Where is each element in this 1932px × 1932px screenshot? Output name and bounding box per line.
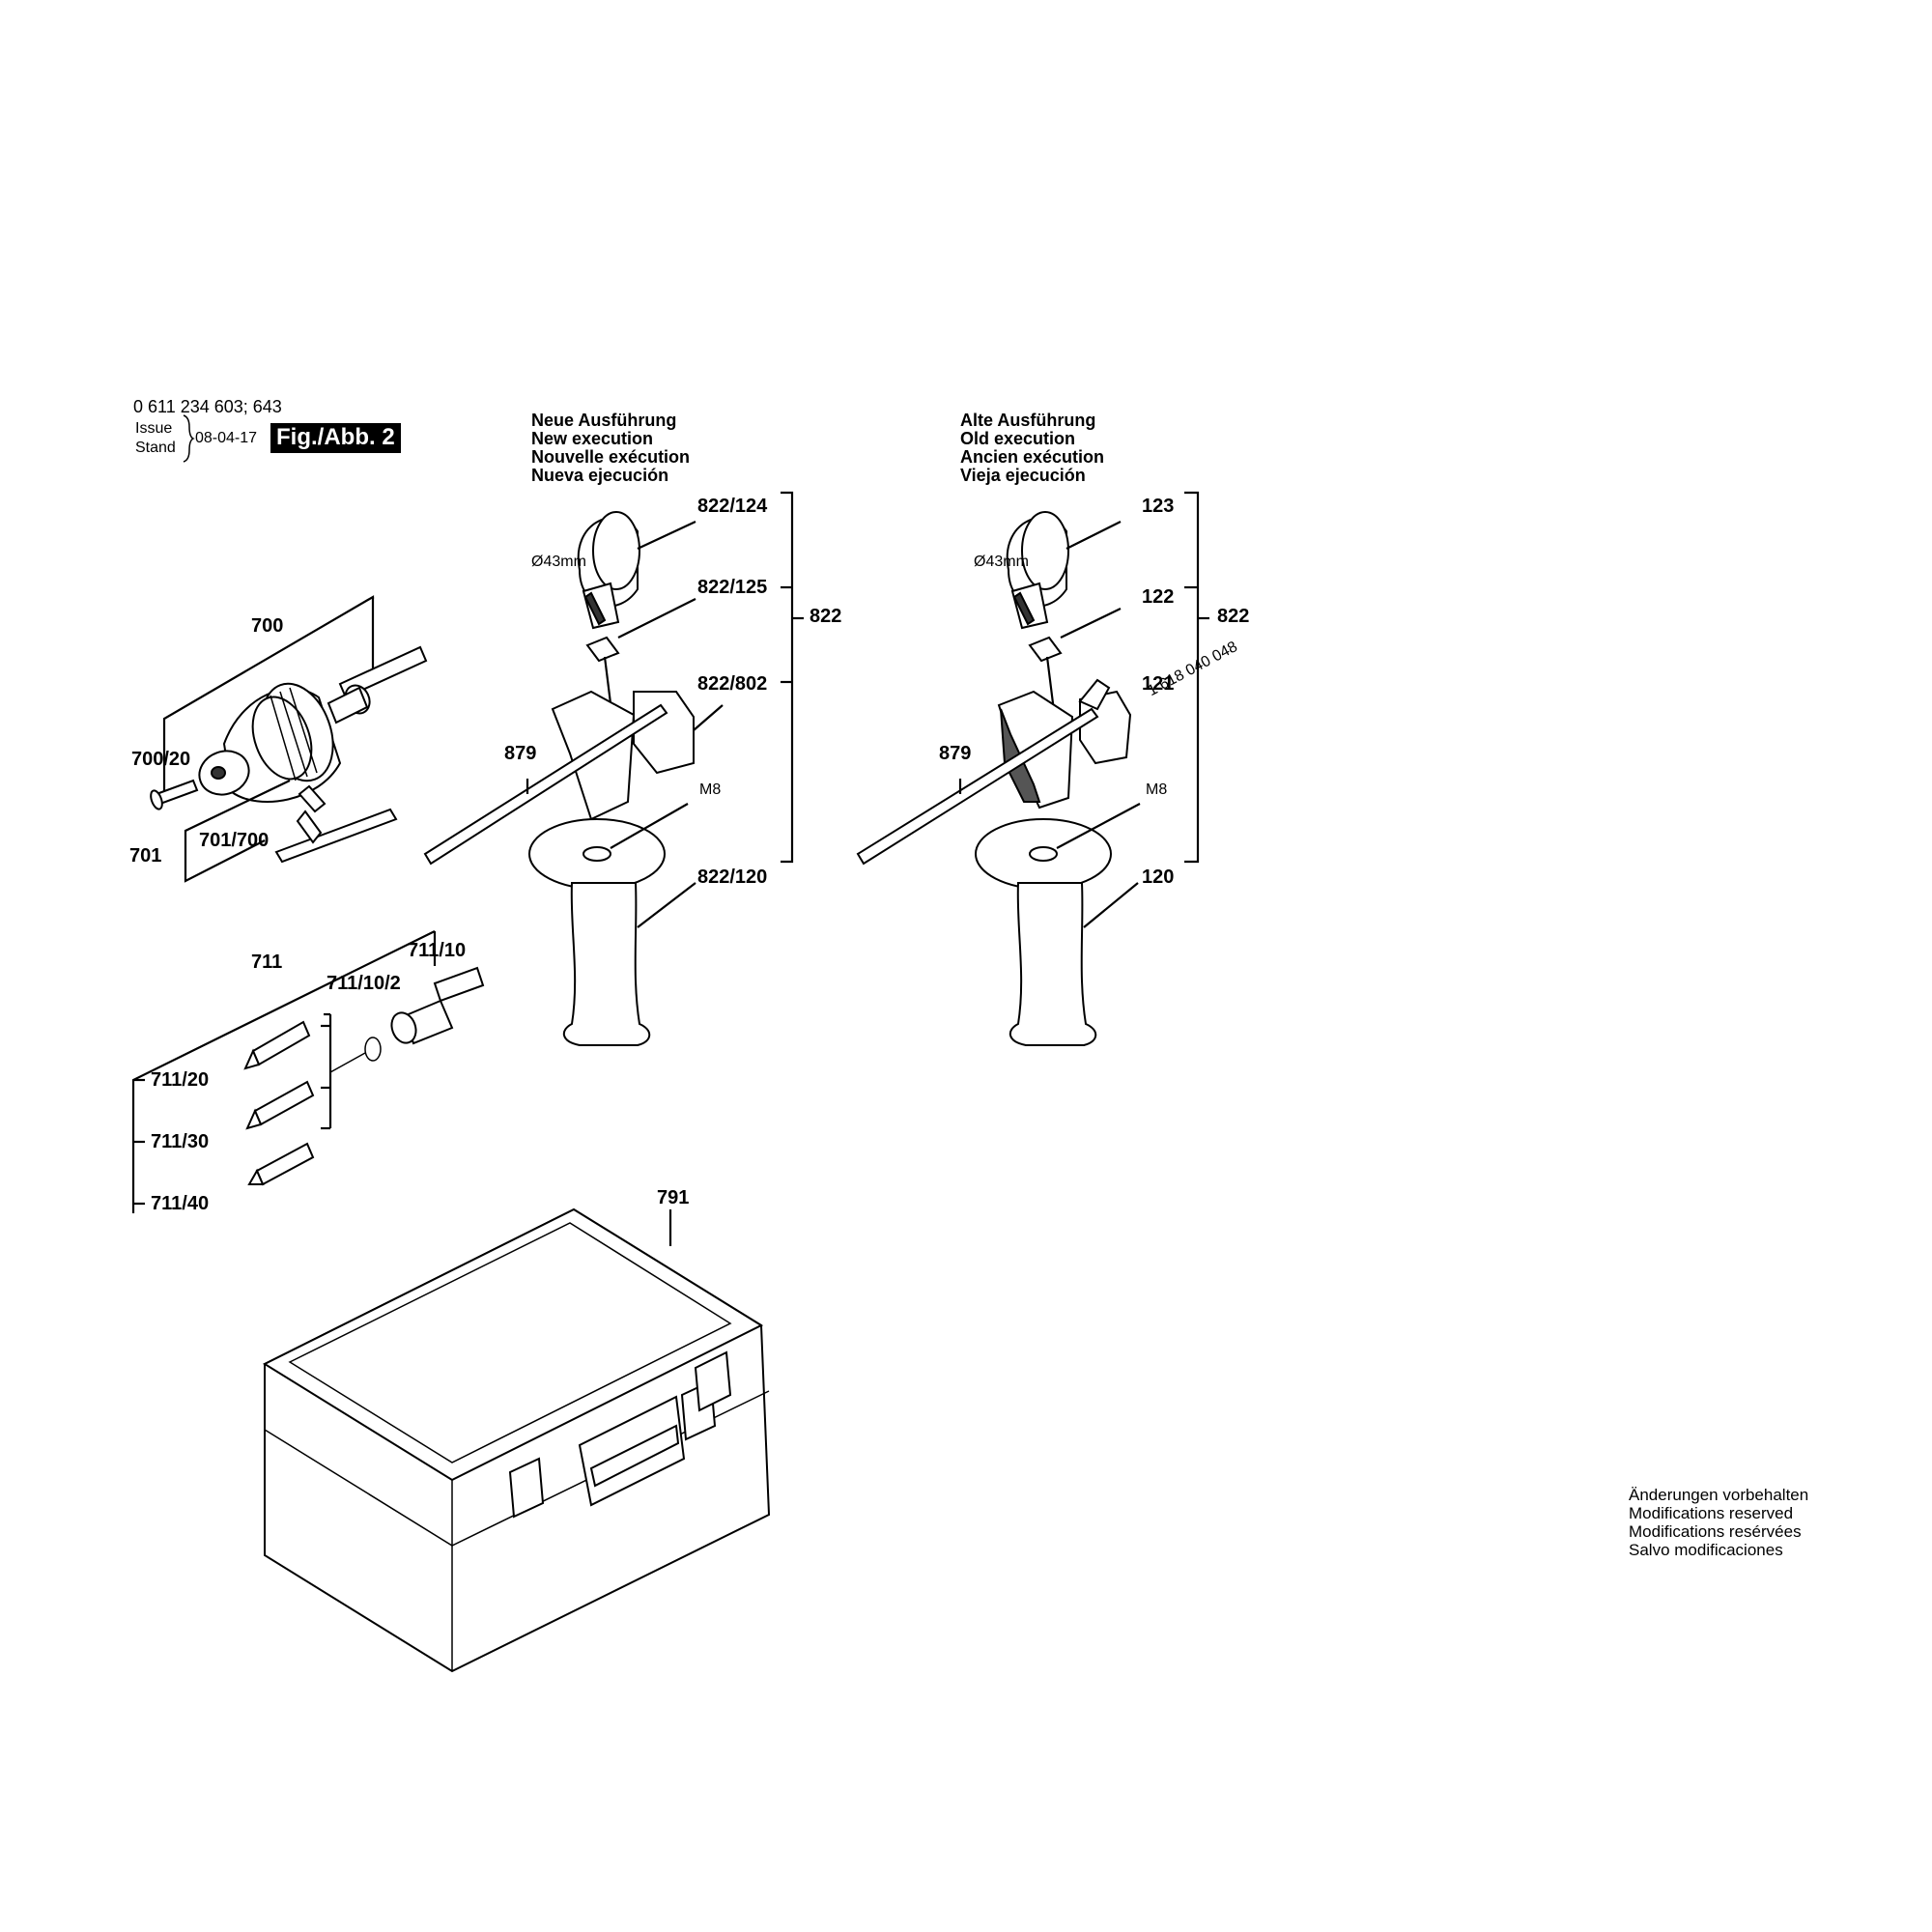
old-thread-label: M8 [1146,781,1168,798]
old-version-title-es: Vieja ejecución [960,466,1086,485]
note-fr: Modifications resérvées [1629,1522,1802,1541]
new-version-title-fr: Nouvelle exécution [531,447,691,467]
issue-date: 08-04-17 [195,430,258,446]
callout-711: 711 [251,952,283,973]
new-version-title-de: Neue Ausführung [531,411,677,430]
modification-notes: Änderungen vorbehalten Modifications res… [1629,1486,1808,1559]
old-version-title-de: Alte Ausführung [960,411,1096,430]
callout-711-10-2: 711/10/2 [327,973,401,994]
callout-822-old: 822 [1217,606,1250,627]
new-diameter-label: Ø43mm [531,554,586,570]
issue-label: Issue [135,420,173,437]
note-de: Änderungen vorbehalten [1629,1486,1809,1504]
callout-822-120: 822/120 [697,867,768,888]
callout-120: 120 [1142,867,1175,888]
new-version-title-es: Nueva ejecución [531,466,669,485]
callout-711-20: 711/20 [151,1069,210,1091]
callout-822-new: 822 [810,606,842,627]
callout-879-old: 879 [939,743,972,764]
callout-700: 700 [251,615,284,637]
callout-121: 121 [1142,673,1175,695]
callout-711-10: 711/10 [408,940,467,961]
callout-123: 123 [1142,496,1175,517]
old-diameter-label: Ø43mm [974,554,1029,570]
callout-879-new: 879 [504,743,537,764]
callout-791: 791 [657,1187,690,1208]
callout-701: 701 [129,845,162,867]
callout-701-700: 701/700 [199,830,270,851]
new-version-title-en: New execution [531,429,654,448]
callout-122: 122 [1142,586,1175,608]
new-handle-drawing [423,491,804,1046]
bit-set-drawing [131,930,485,1213]
callout-822-124: 822/124 [697,496,768,517]
callout-700-20: 700/20 [131,749,191,770]
figure-label: Fig./Abb. 2 [270,423,401,453]
note-en: Modifications reserved [1629,1504,1794,1522]
note-es: Salvo modificaciones [1629,1541,1783,1559]
case-drawing [262,1208,771,1673]
stand-label: Stand [135,440,176,456]
callout-711-40: 711/40 [151,1193,210,1214]
chuck-group-drawing [150,595,428,883]
old-version-title-en: Old execution [960,429,1076,448]
new-thread-label: M8 [699,781,722,798]
callout-822-802: 822/802 [697,673,768,695]
callout-822-125: 822/125 [697,577,768,598]
old-version-title-fr: Ancien exécution [960,447,1105,467]
callout-711-30: 711/30 [151,1131,210,1152]
old-handle-drawing [856,491,1209,1046]
model-number: 0 611 234 603; 643 [133,397,282,416]
brace [183,414,195,463]
